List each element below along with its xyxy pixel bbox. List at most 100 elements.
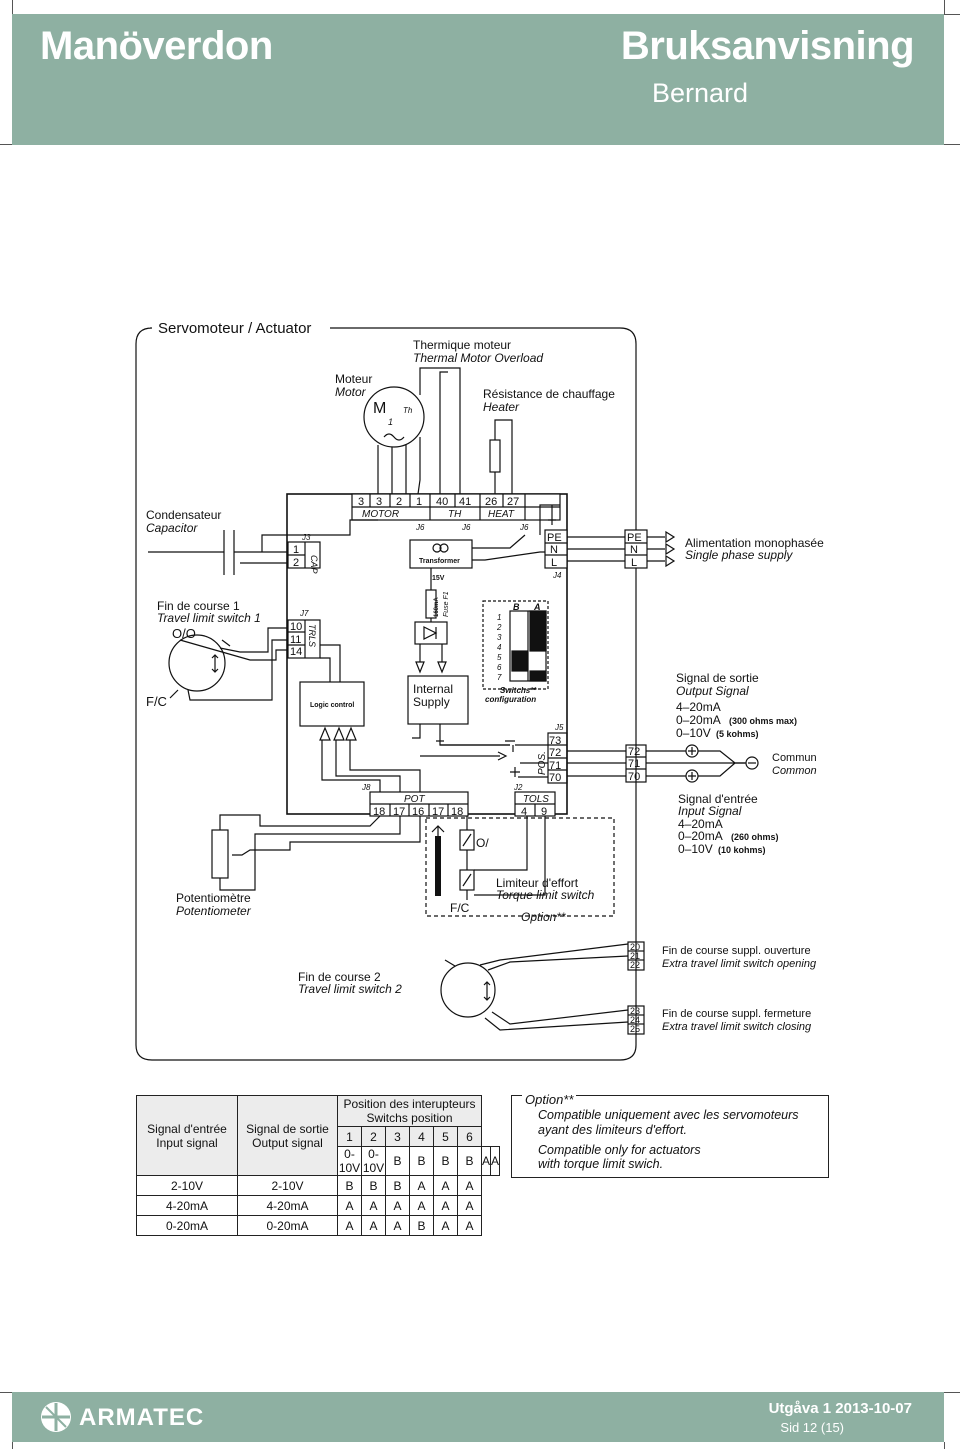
svg-text:J5: J5 xyxy=(554,723,564,732)
option-note-line: Compatible uniquement avec les servomote… xyxy=(538,1108,799,1122)
motor-label-en: Motor xyxy=(335,385,367,399)
page-number: Sid 12 (15) xyxy=(780,1420,844,1435)
svg-text:160mA: 160mA xyxy=(434,597,440,617)
svg-text:POT: POT xyxy=(404,794,425,805)
table-cell: A xyxy=(433,1215,458,1236)
svg-text:J6: J6 xyxy=(415,523,425,532)
edition-date: Utgåva 1 2013-10-07 xyxy=(768,1400,912,1417)
switch-number: 6 xyxy=(457,1126,482,1147)
table-cell: A xyxy=(490,1146,501,1176)
svg-text:21: 21 xyxy=(630,951,640,961)
table-cell: 0-20mA xyxy=(136,1215,238,1236)
table-cell: B xyxy=(385,1175,410,1196)
switch-number: 3 xyxy=(385,1126,410,1147)
svg-text:J7: J7 xyxy=(299,609,309,618)
svg-text:M: M xyxy=(373,400,386,417)
internal-supply-block xyxy=(407,675,469,725)
table-cell: A xyxy=(457,1175,482,1196)
capacitor-symbol xyxy=(148,519,378,575)
top-terminal-block: 3 3 2 1 40 41 26 27 MOTOR TH HEAT J6 J6 … xyxy=(351,493,561,532)
supply-terminal-external: PE N L xyxy=(624,529,648,569)
limit1-cam xyxy=(168,634,226,692)
table-cell: A xyxy=(409,1195,434,1216)
table-cell: A xyxy=(385,1215,410,1236)
table-cell: B xyxy=(457,1146,482,1176)
svg-text:70: 70 xyxy=(628,771,640,783)
svg-text:73: 73 xyxy=(549,735,561,747)
limit2-cam xyxy=(440,962,496,1018)
fuse: Fuse F1 160mA xyxy=(425,589,450,619)
svg-text:TH: TH xyxy=(448,509,462,520)
supply-terminal-board: PE N L J4 xyxy=(544,529,568,580)
table-cell: 4-20mA xyxy=(237,1195,338,1216)
document-type: Bruksanvisning xyxy=(620,24,915,68)
svg-text:18: 18 xyxy=(451,806,463,818)
svg-text:41: 41 xyxy=(459,496,471,508)
svg-text:0–20mA: 0–20mA xyxy=(676,713,721,727)
svg-text:3: 3 xyxy=(358,496,364,508)
svg-text:MOTOR: MOTOR xyxy=(362,509,399,520)
motor-symbol: M 1 Th xyxy=(363,386,425,448)
torque-label-fr: Limiteur d'effort xyxy=(496,876,579,890)
transformer: Transformer 15V xyxy=(409,534,548,582)
svg-text:6: 6 xyxy=(497,663,502,672)
table-cell: 2-10V xyxy=(237,1175,338,1196)
svg-text:71: 71 xyxy=(549,760,561,772)
svg-text:14: 14 xyxy=(290,646,302,658)
page-footer: ARMATEC Utgåva 1 2013-10-07 Sid 12 (15) xyxy=(12,1392,944,1442)
svg-text:HEAT: HEAT xyxy=(488,509,515,520)
pot-terminal: POT 18 17 16 17 18 J8 xyxy=(361,783,469,818)
brand-name: ARMATEC xyxy=(79,1404,205,1431)
svg-text:3: 3 xyxy=(497,633,502,642)
option-note-title: Option** xyxy=(522,1092,577,1107)
switch-configuration: B A 1 2 3 4 5 6 7 Switchs** configuratio… xyxy=(482,600,549,704)
svg-text:4–20mA: 4–20mA xyxy=(676,700,721,714)
armatec-logo-icon xyxy=(41,1402,71,1432)
svg-text:J4: J4 xyxy=(552,571,562,580)
table-cell: A xyxy=(409,1175,434,1196)
svg-text:L: L xyxy=(631,557,637,569)
table-cell: 0-20mA xyxy=(237,1215,338,1236)
svg-text:CAP: CAP xyxy=(309,555,319,574)
svg-text:1: 1 xyxy=(388,417,393,427)
output-signal-en: Output Signal xyxy=(676,684,749,698)
svg-text:4: 4 xyxy=(521,806,527,818)
table-cell: 0-10V xyxy=(361,1146,386,1176)
svg-text:22: 22 xyxy=(630,960,640,970)
table-cell: B xyxy=(385,1146,410,1176)
svg-text:25: 25 xyxy=(630,1024,640,1034)
limit1-oo-label: O/O xyxy=(172,626,196,641)
table-cell: A xyxy=(433,1175,458,1196)
table-cell: A xyxy=(480,1146,492,1176)
svg-text:4–20mA: 4–20mA xyxy=(678,817,723,831)
svg-text:A: A xyxy=(533,602,541,612)
capacitor-label-en: Capacitor xyxy=(146,521,198,535)
table-cell: A xyxy=(361,1215,386,1236)
common-label-fr: Commun xyxy=(772,752,817,764)
svg-text:15V: 15V xyxy=(432,575,445,582)
actuator-frame xyxy=(135,327,637,1061)
svg-text:72: 72 xyxy=(549,747,561,759)
svg-text:72: 72 xyxy=(628,746,640,758)
trls-terminal: 10 11 14 J7 TRLS xyxy=(287,609,321,659)
supply-label-fr: Alimentation monophasée xyxy=(685,536,824,550)
svg-text:J6: J6 xyxy=(519,523,529,532)
extra-open-label-en: Extra travel limit switch opening xyxy=(662,958,817,970)
table-cell: 0-10V xyxy=(337,1146,362,1176)
crop-mark xyxy=(944,1392,960,1393)
supply-label-en: Single phase supply xyxy=(685,548,793,562)
crop-mark xyxy=(12,1442,13,1449)
svg-text:71: 71 xyxy=(628,758,640,770)
thermal-label-en: Thermal Motor Overload xyxy=(413,351,543,365)
potentiometer-label-fr: Potentiomètre xyxy=(176,891,251,905)
option-label: Option** xyxy=(521,910,566,924)
svg-text:2: 2 xyxy=(496,623,502,632)
table-cell: A xyxy=(337,1195,362,1216)
svg-text:40: 40 xyxy=(436,496,448,508)
limit2-label-en: Travel limit switch 2 xyxy=(298,982,402,996)
svg-text:11: 11 xyxy=(290,634,301,646)
svg-text:J2: J2 xyxy=(513,783,523,792)
